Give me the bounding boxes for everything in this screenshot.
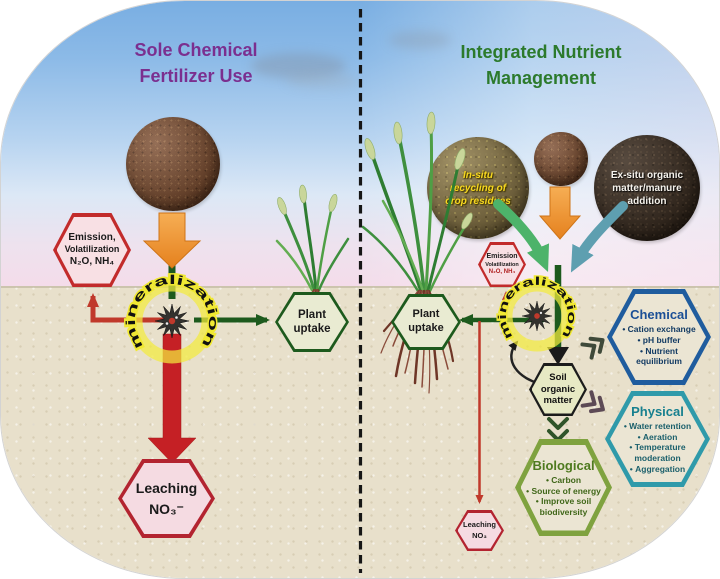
soil-organic-matter-text: Soil organic matter: [540, 371, 576, 407]
physical-benefits-hexagon: Physical Water retention Aeration Temper…: [605, 391, 710, 487]
leaching-text-left: Leaching NO₃⁻: [135, 479, 198, 517]
biological-item: Improve soil biodiversity: [526, 496, 602, 517]
biological-item: Source of energy: [526, 486, 602, 497]
insitu-line3: crop residues: [445, 195, 511, 207]
plant-uptake-hexagon-right: Plant uptake: [391, 294, 461, 350]
physical-item: Temperature moderation: [614, 442, 700, 463]
chemical-items: Cation exchange pH buffer Nutrient equil…: [617, 324, 700, 367]
physical-item: Water retention: [614, 421, 700, 432]
insitu-curved-arrow: [493, 199, 550, 272]
chemical-item: Nutrient equilibrium: [617, 346, 700, 367]
leaching-text-right: Leaching NO₃: [463, 520, 496, 540]
exsitu-line2: matter/manure: [612, 182, 682, 194]
biological-items: Carbon Source of energy Improve soil bio…: [526, 475, 602, 518]
som-to-physical-chevrons: [580, 390, 605, 414]
physical-title: Physical: [631, 403, 684, 419]
mineralization-ring-left: [129, 278, 215, 364]
biological-title: Biological: [532, 457, 595, 473]
mineralization-to-emission-arrow-left: [87, 293, 172, 323]
mineralization-star-icon-right: [521, 300, 553, 332]
left-title-line2: Fertilizer Use: [139, 66, 253, 87]
biological-benefits-text: Biological Carbon Source of energy Impro…: [515, 439, 612, 536]
leaching-hexagon-left: Leaching NO₃⁻: [118, 459, 215, 538]
fertilizer-down-arrow-left: [142, 212, 202, 269]
right-title-line1: Integrated Nutrient: [460, 42, 622, 62]
emission-text-left: Emission, Volatilization N₂O, NH₄: [64, 231, 120, 267]
leaching-hexagon-right: Leaching NO₃: [455, 510, 504, 551]
physical-benefits-text: Physical Water retention Aeration Temper…: [605, 391, 710, 487]
exsitu-line3: addition: [627, 195, 667, 207]
plant-uptake-hexagon-left: Plant uptake: [275, 292, 349, 352]
som-to-chemical-chevrons: [580, 336, 605, 360]
biological-item: Carbon: [526, 475, 602, 486]
left-panel-title: Sole Chemical Fertilizer Use: [81, 37, 311, 89]
right-title-line2: Management: [485, 68, 597, 89]
cloud: [251, 53, 346, 79]
exsitu-line1: Ex-situ organic: [610, 169, 684, 181]
chemical-benefits-hexagon: Chemical Cation exchange pH buffer Nutri…: [607, 289, 711, 385]
chemical-item: pH buffer: [617, 335, 700, 346]
som-arrowhead: [547, 347, 569, 365]
plant-uptake-text-left: Plant uptake: [293, 308, 331, 335]
soil-organic-matter-hexagon: Soil organic matter: [529, 363, 587, 416]
mineralization-star-icon-left: [154, 303, 190, 339]
fertilizer-down-arrow-right: [538, 186, 582, 240]
emission-hexagon-left: Emission, Volatilization N₂O, NH₄: [53, 213, 131, 287]
chemical-item: Cation exchange: [617, 324, 700, 335]
biological-benefits-hexagon: Biological Carbon Source of energy Impro…: [515, 439, 612, 536]
physical-item: Aggregation: [614, 464, 700, 475]
physical-items: Water retention Aeration Temperature mod…: [614, 421, 700, 474]
insitu-line1: In-situ: [463, 169, 493, 181]
cloud: [286, 73, 358, 89]
plant-uptake-text-right: Plant uptake: [408, 308, 444, 334]
right-panel-title: Integrated Nutrient Management: [411, 39, 671, 91]
mineralization-ring-right: [501, 280, 573, 352]
chemical-fertilizer-ball-left: [126, 117, 220, 211]
emission-hexagon-right: Emission Volatilization N₂O, NH₄: [478, 242, 526, 287]
chemical-fertilizer-ball-right: [534, 132, 588, 186]
exsitu-curved-arrow: [570, 201, 628, 273]
emission-text-right: Emission Volatilization N₂O, NH₄: [485, 253, 519, 275]
chemical-title: Chemical: [630, 307, 688, 323]
left-title-line1: Sole Chemical: [134, 40, 258, 60]
insitu-line2: recycling of: [449, 182, 507, 194]
cloud: [389, 31, 451, 49]
physical-item: Aeration: [614, 432, 700, 443]
chemical-benefits-text: Chemical Cation exchange pH buffer Nutri…: [607, 289, 711, 385]
